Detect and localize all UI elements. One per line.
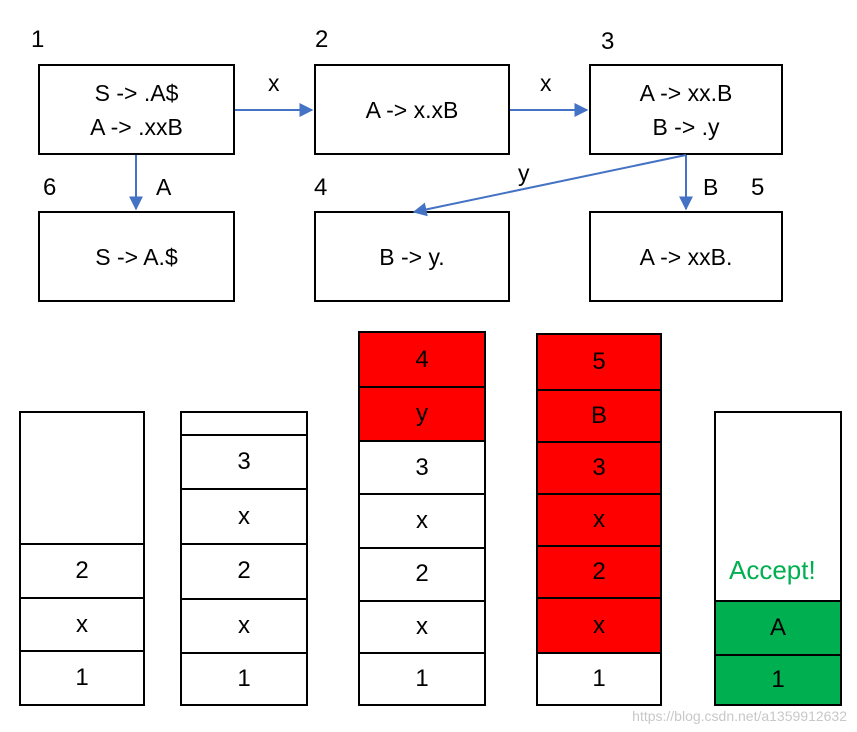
- state-number-3: 3: [601, 28, 615, 55]
- stack-cell: 3: [182, 433, 306, 489]
- edge-3-4: [412, 154, 687, 217]
- item-line: A -> xx.B: [639, 79, 733, 106]
- edge-label-x-1-2: x: [268, 70, 280, 96]
- item-line: B -> y.: [379, 243, 445, 270]
- item-line: S -> A.$: [95, 243, 178, 270]
- parse-stack-3: 4 y 3 x 2 x 1: [358, 331, 486, 706]
- state-box-1: S -> .A$ A -> .xxB: [38, 64, 235, 155]
- stack-cell: x: [360, 600, 484, 651]
- stack-cell-empty: [182, 413, 306, 434]
- stack-cell-reduced: 5: [538, 335, 660, 389]
- stack-cell-reduced: 3: [538, 441, 660, 493]
- parse-stack-2: 3 x 2 x 1: [180, 411, 308, 706]
- item-line: S -> .A$: [94, 79, 179, 106]
- edge-label-A: A: [156, 174, 172, 200]
- stack-cell: 2: [21, 543, 143, 597]
- stack-cell: 1: [538, 652, 660, 704]
- parse-stack-1: 2 x 1: [19, 411, 145, 706]
- stack-cell-reduced: y: [360, 386, 484, 440]
- item-line: B -> .y: [652, 113, 720, 140]
- stack-cell-reduced: B: [538, 389, 660, 441]
- stack-cell: x: [182, 488, 306, 543]
- stack-cell-accepted: A: [716, 600, 840, 654]
- stack-cell-accepted: 1: [716, 654, 840, 704]
- state-number-4: 4: [314, 174, 328, 201]
- state-box-2: A -> x.xB: [314, 64, 510, 155]
- parse-stack-4: 5 B 3 x 2 x 1: [536, 333, 662, 706]
- stack-cell: 3: [360, 439, 484, 493]
- stack-cell-reduced: 4: [360, 333, 484, 387]
- stack-cell: 1: [182, 652, 306, 704]
- state-number-6: 6: [43, 174, 57, 201]
- state-number-5: 5: [751, 174, 765, 201]
- state-box-4: B -> y.: [314, 211, 510, 302]
- stack-cell-reduced: 2: [538, 545, 660, 597]
- stack-cell-reduced: x: [538, 597, 660, 652]
- stack-cell-reduced: x: [538, 493, 660, 545]
- stack-cell-empty: [21, 413, 143, 543]
- stack-cell: 2: [360, 546, 484, 600]
- state-box-6: S -> A.$: [38, 211, 235, 302]
- watermark: https://blog.csdn.net/a1359912632: [632, 708, 847, 724]
- accept-label: Accept!: [729, 555, 816, 585]
- state-number-2: 2: [315, 26, 329, 53]
- edge-label-B: B: [703, 174, 719, 200]
- edge-label-x-2-3: x: [540, 70, 552, 96]
- state-box-5: A -> xxB.: [589, 211, 783, 302]
- item-line: A -> xxB.: [639, 243, 733, 270]
- stack-cell: x: [21, 596, 143, 651]
- parse-stack-5: A 1: [714, 411, 842, 706]
- item-line: A -> x.xB: [365, 96, 459, 123]
- stack-cell: x: [360, 493, 484, 546]
- state-box-3: A -> xx.B B -> .y: [589, 64, 783, 155]
- stack-cell: 2: [182, 543, 306, 598]
- stack-cell: 1: [21, 650, 143, 704]
- edge-label-y: y: [518, 160, 530, 186]
- stack-cell: 1: [360, 651, 484, 704]
- state-number-1: 1: [31, 26, 45, 53]
- stack-cell: x: [182, 597, 306, 653]
- item-line: A -> .xxB: [90, 113, 183, 140]
